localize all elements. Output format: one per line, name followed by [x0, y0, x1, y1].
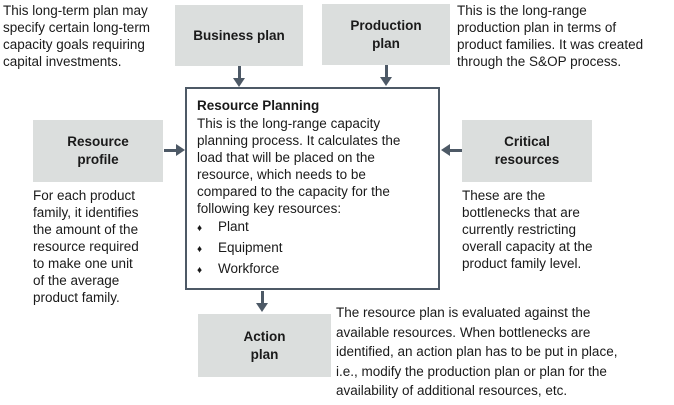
- resource-profile-box: Resource profile: [33, 120, 163, 182]
- business-plan-box-label: Business plan: [193, 27, 285, 43]
- action-plan-note: The resource plan is evaluated against t…: [336, 305, 618, 398]
- arrow-head-left-icon: [441, 144, 450, 156]
- critical-resources-box-label: Critical resources: [494, 134, 560, 167]
- critical-resources-note: These are the bottlenecks that are curre…: [462, 188, 593, 271]
- arrow-stem: [164, 149, 177, 152]
- key-resources-list: ♦ Plant ♦ Equipment ♦ Workforce: [197, 217, 428, 280]
- arrow-stem: [261, 291, 264, 304]
- business-plan-note: This long-term plan may specify certain …: [3, 3, 151, 69]
- action-plan-box: Action plan: [198, 314, 331, 377]
- business-plan-box: Business plan: [175, 5, 303, 66]
- list-item-label: Equipment: [218, 240, 283, 255]
- arrow-head-down-icon: [256, 303, 268, 312]
- diamond-bullet-icon: ♦: [197, 223, 203, 234]
- resource-planning-description: This is the long-range capacity planning…: [197, 116, 401, 216]
- diamond-bullet-icon: ♦: [197, 265, 203, 276]
- arrow-head-down-icon: [380, 77, 392, 86]
- list-item: ♦ Equipment: [197, 238, 428, 259]
- resource-planning-box: Resource Planning This is the long-range…: [185, 87, 440, 290]
- resource-profile-box-label: Resource profile: [67, 134, 129, 167]
- list-item-label: Workforce: [218, 261, 280, 276]
- production-plan-box: Production plan: [322, 4, 450, 65]
- diamond-bullet-icon: ♦: [197, 244, 203, 255]
- list-item-label: Plant: [218, 219, 249, 234]
- resource-profile-note: For each product family, it identifies t…: [33, 188, 139, 305]
- arrow-head-right-icon: [176, 144, 185, 156]
- arrow-stem: [449, 149, 462, 152]
- production-plan-box-label: Production plan: [350, 17, 422, 51]
- arrow-stem: [385, 65, 388, 78]
- critical-resources-box: Critical resources: [462, 120, 592, 182]
- action-plan-box-label: Action plan: [243, 328, 286, 362]
- list-item: ♦ Plant: [197, 217, 428, 238]
- resource-planning-title: Resource Planning: [197, 98, 320, 113]
- arrow-stem: [238, 66, 241, 79]
- list-item: ♦ Workforce: [197, 259, 428, 280]
- arrow-head-down-icon: [233, 78, 245, 87]
- production-plan-note: This is the long-range production plan i…: [457, 3, 644, 69]
